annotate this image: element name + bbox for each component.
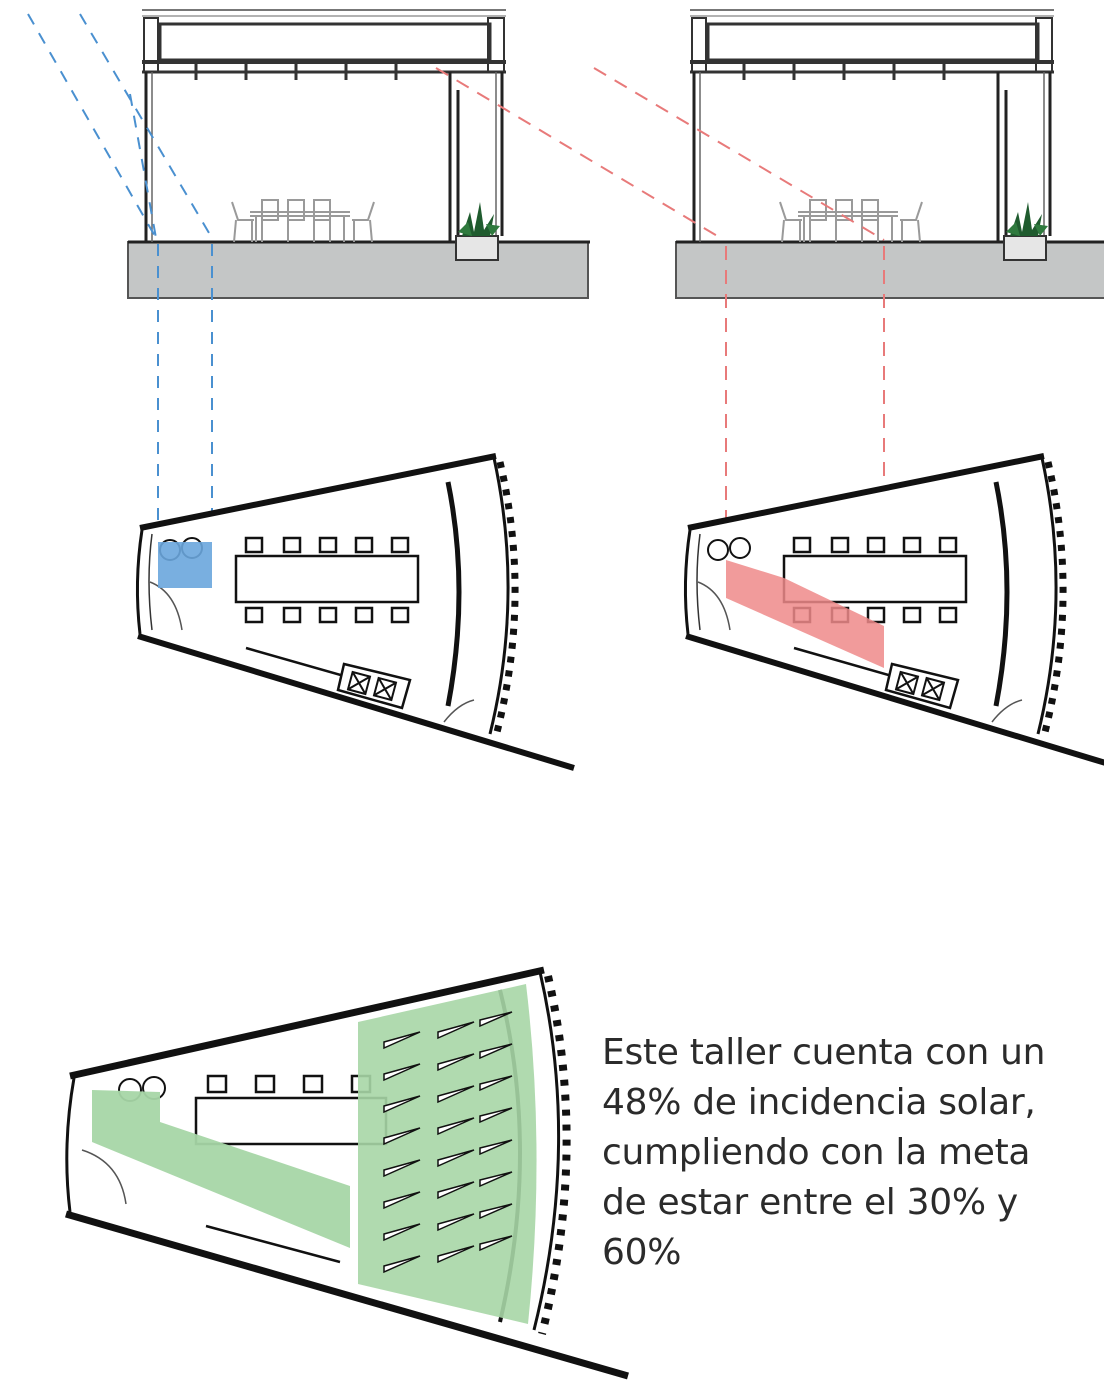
caption-line: cumpliendo con la meta xyxy=(602,1132,1031,1173)
solar-incidence-green-strip xyxy=(92,1090,350,1248)
solar-incidence-caption: Este taller cuenta con un 48% de inciden… xyxy=(602,1028,1072,1278)
solar-incidence-blue xyxy=(158,542,212,588)
caption-line: Este taller cuenta con un xyxy=(602,1032,1046,1073)
solar-incidence-green-zone xyxy=(358,984,537,1324)
solar-incidence-red xyxy=(726,560,884,668)
section-left xyxy=(126,8,592,300)
caption-line: de estar entre el 30% y xyxy=(602,1182,1018,1223)
shading-pattern xyxy=(383,1011,513,1274)
sun-rays-blue xyxy=(27,13,213,544)
plan-right xyxy=(685,456,1104,768)
plan-left xyxy=(137,456,574,768)
caption-line: 48% de incidencia solar, xyxy=(602,1082,1036,1123)
caption-line: 60% xyxy=(602,1232,682,1273)
plan-bottom xyxy=(65,966,629,1380)
